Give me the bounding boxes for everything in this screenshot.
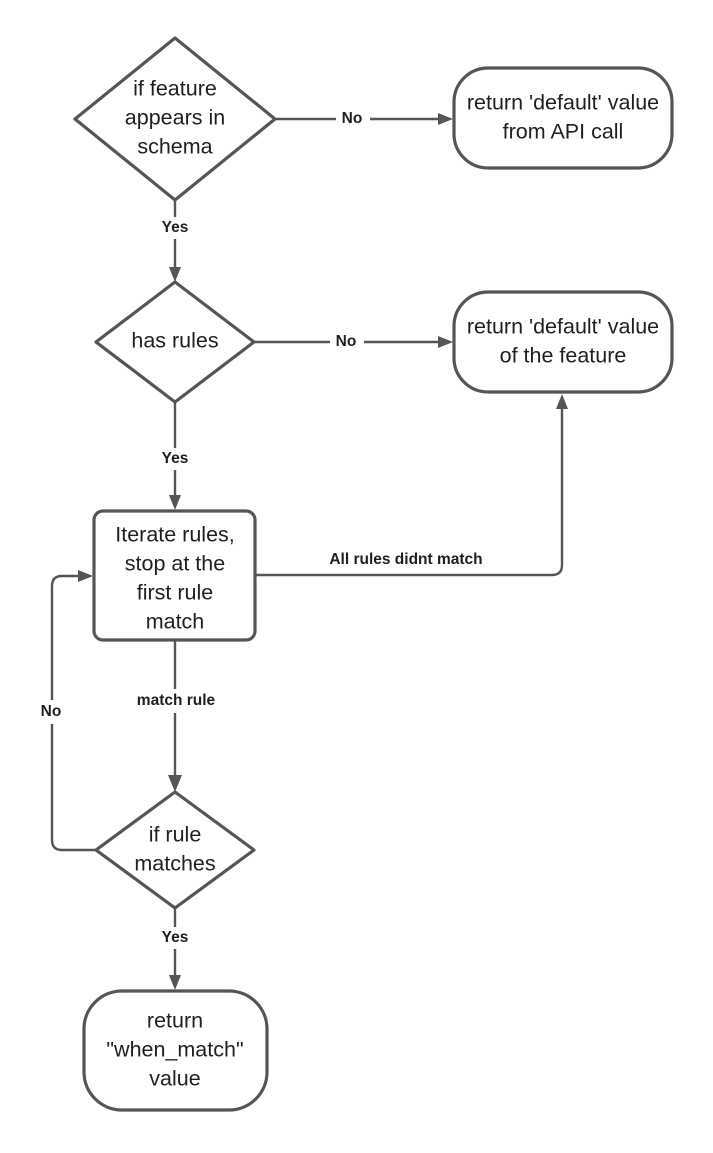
- edge-label-hasrules-no: No: [336, 333, 357, 350]
- arrow-head-hasrules-yes: [169, 495, 181, 510]
- diamond-shape-if-rule-matches: [94, 790, 256, 910]
- node-label-iterate-rules-line1: Iterate rules,: [115, 523, 235, 547]
- edge-label-schema-no: No: [342, 110, 363, 127]
- node-return-default-of-feature[interactable]: return 'default' value of the feature: [452, 290, 674, 394]
- edge-label-bg-rulematches-yes: [155, 927, 195, 949]
- edge-label-bg-all-rules-didnt-match: [316, 548, 496, 572]
- node-label-return-default-api-line1: return 'default' value: [467, 91, 659, 115]
- edge-label-schema-yes: Yes: [162, 219, 189, 236]
- edge-hasrules-no: No: [254, 330, 453, 354]
- diamond-shape-has-rules: [94, 280, 256, 404]
- edge-label-hasrules-yes: Yes: [162, 450, 189, 467]
- edge-all-rules-didnt-match: All rules didnt match: [255, 394, 568, 577]
- node-if-feature-appears-in-schema[interactable]: if feature appears in schema: [73, 36, 277, 202]
- node-label-if-feature-in-schema-line2: appears in: [125, 106, 225, 130]
- node-label-has-rules-line1: has rules: [131, 329, 218, 353]
- node-label-if-feature-in-schema-line1: if feature: [133, 77, 217, 101]
- rounded-rect-shape-return-default-feature: [452, 290, 674, 394]
- node-label-return-default-api-line2: from API call: [503, 120, 624, 144]
- edge-label-match-rule: match rule: [137, 692, 216, 709]
- node-label-iterate-rules-line4: match: [146, 610, 205, 634]
- edge-label-rulematches-no: No: [41, 703, 62, 720]
- node-label-return-when-match-line3: value: [149, 1067, 200, 1091]
- node-return-default-from-api-call[interactable]: return 'default' value from API call: [452, 66, 674, 170]
- node-iterate-rules[interactable]: Iterate rules, stop at the first rule ma…: [92, 509, 257, 642]
- rounded-rect-shape-return-when-match: [82, 989, 269, 1112]
- rect-shape-iterate-rules: [92, 509, 257, 642]
- node-label-return-default-feature-line2: of the feature: [500, 344, 627, 368]
- edge-label-bg-schema-yes: [155, 217, 195, 239]
- node-if-rule-matches[interactable]: if rule matches: [94, 790, 256, 910]
- rounded-rect-shape-return-default-api: [452, 66, 674, 170]
- edge-hasrules-yes: Yes: [155, 402, 195, 510]
- node-label-iterate-rules-line3: first rule: [137, 581, 213, 605]
- edge-label-bg-rulematches-no: [32, 700, 72, 724]
- edge-rulematches-yes: Yes: [155, 908, 195, 990]
- edge-schema-yes: Yes: [155, 200, 195, 282]
- edge-line-all-rules-didnt-match: [255, 403, 564, 577]
- arrow-head-hasrules-no: [438, 336, 453, 348]
- edge-label-bg-schema-no: [336, 107, 370, 131]
- node-return-when-match-value[interactable]: return "when_match" value: [82, 989, 269, 1112]
- node-label-if-rule-matches-line1: if rule: [149, 823, 202, 847]
- edge-label-rulematches-yes: Yes: [162, 929, 189, 946]
- edge-label-bg-match-rule: [120, 689, 232, 713]
- arrow-head-all-rules-didnt-match: [556, 394, 568, 409]
- node-label-iterate-rules-line2: stop at the: [125, 552, 225, 576]
- edge-label-bg-hasrules-yes: [155, 448, 195, 470]
- node-label-return-when-match-line2: "when_match": [106, 1038, 243, 1062]
- node-label-if-rule-matches-line2: matches: [134, 852, 215, 876]
- edge-schema-no: No: [275, 107, 453, 131]
- arrow-head-schema-yes: [169, 267, 181, 282]
- diamond-shape-if-feature-in-schema: [73, 36, 277, 202]
- edge-label-bg-hasrules-no: [330, 330, 364, 354]
- arrow-head-rulematches-no: [78, 570, 93, 582]
- arrow-head-schema-no: [438, 113, 453, 125]
- edge-label-all-rules-didnt-match: All rules didnt match: [329, 551, 482, 568]
- edge-rulematches-no: No: [32, 570, 96, 852]
- edge-match-rule: match rule: [120, 640, 232, 792]
- arrow-head-match-rule: [168, 775, 182, 792]
- node-has-rules[interactable]: has rules: [94, 280, 256, 404]
- node-label-return-when-match-line1: return: [147, 1009, 203, 1033]
- node-label-return-default-feature-line1: return 'default' value: [467, 315, 659, 339]
- node-label-if-feature-in-schema-line3: schema: [137, 135, 212, 159]
- arrow-head-rulematches-yes: [169, 975, 181, 990]
